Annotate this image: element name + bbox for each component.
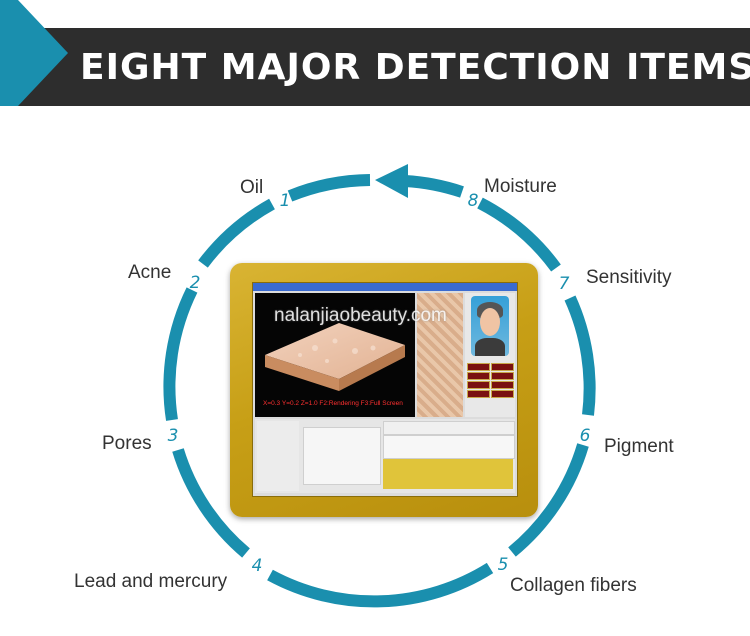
item-label-sensitivity: Sensitivity xyxy=(586,267,672,288)
banner-arrow-icon xyxy=(0,0,68,106)
item-label-pigment: Pigment xyxy=(604,436,674,457)
function-button[interactable] xyxy=(491,372,514,380)
ring-arc-6-7 xyxy=(564,295,596,416)
face-photo-icon xyxy=(471,296,509,356)
result-field[interactable] xyxy=(383,421,515,435)
item-number-3: 3 xyxy=(167,426,179,446)
function-button[interactable] xyxy=(467,381,490,389)
function-button[interactable] xyxy=(491,390,514,398)
ring-arc-2-3 xyxy=(163,287,198,421)
item-number-2: 2 xyxy=(189,273,201,293)
item-label-collagen-fibers: Collagen fibers xyxy=(510,575,637,596)
item-label-acne: Acne xyxy=(128,262,172,283)
banner-title: EIGHT MAJOR DETECTION ITEMS xyxy=(80,47,750,88)
notes-box[interactable] xyxy=(303,427,381,485)
ring-arc-3-4 xyxy=(172,448,250,558)
ring-arc-1-2 xyxy=(198,198,275,268)
customer-form-panel xyxy=(257,421,299,491)
ring-arc-8-top xyxy=(404,175,464,198)
ring-arc-top-left xyxy=(287,174,371,202)
customer-info-area xyxy=(255,419,515,493)
ring-arc-4-5 xyxy=(267,562,494,608)
item-number-7: 7 xyxy=(558,274,570,294)
item-label-oil: Oil xyxy=(240,177,264,198)
ring-arc-5-6 xyxy=(508,443,589,557)
item-number-6: 6 xyxy=(579,426,591,446)
item-number-1: 1 xyxy=(279,191,291,211)
viewer-coordinate-readout: X=0.3 Y=0.2 Z=1.0 F2:Rendering F3:Full S… xyxy=(263,400,403,407)
function-button[interactable] xyxy=(467,372,490,380)
function-button[interactable] xyxy=(467,390,490,398)
item-label-moisture: Moisture xyxy=(484,176,557,197)
item-number-5: 5 xyxy=(497,555,509,575)
skin-analyzer-device: X=0.3 Y=0.2 Z=1.0 F2:Rendering F3:Full S… xyxy=(230,263,538,517)
item-label-lead-and-mercury: Lead and mercury xyxy=(74,571,228,592)
ring-arc-7-8 xyxy=(477,197,561,272)
title-banner xyxy=(0,28,750,106)
3d-skin-viewer: X=0.3 Y=0.2 Z=1.0 F2:Rendering F3:Full S… xyxy=(255,293,415,417)
result-field[interactable] xyxy=(383,435,515,459)
skin-texture-closeup xyxy=(417,293,463,417)
watermark: nalanjiaobeauty.com xyxy=(274,305,447,326)
analysis-side-panel xyxy=(465,293,515,417)
item-number-4: 4 xyxy=(251,556,263,576)
function-button[interactable] xyxy=(491,363,514,371)
software-titlebar xyxy=(253,283,517,291)
ring-arrowhead-icon xyxy=(375,164,408,198)
device-screen: X=0.3 Y=0.2 Z=1.0 F2:Rendering F3:Full S… xyxy=(252,282,518,497)
item-label-pores: Pores xyxy=(102,433,152,454)
skin-surface-render-icon xyxy=(265,323,405,391)
result-panel xyxy=(383,459,513,489)
item-number-8: 8 xyxy=(467,191,479,211)
function-button[interactable] xyxy=(491,381,514,389)
function-button[interactable] xyxy=(467,363,490,371)
